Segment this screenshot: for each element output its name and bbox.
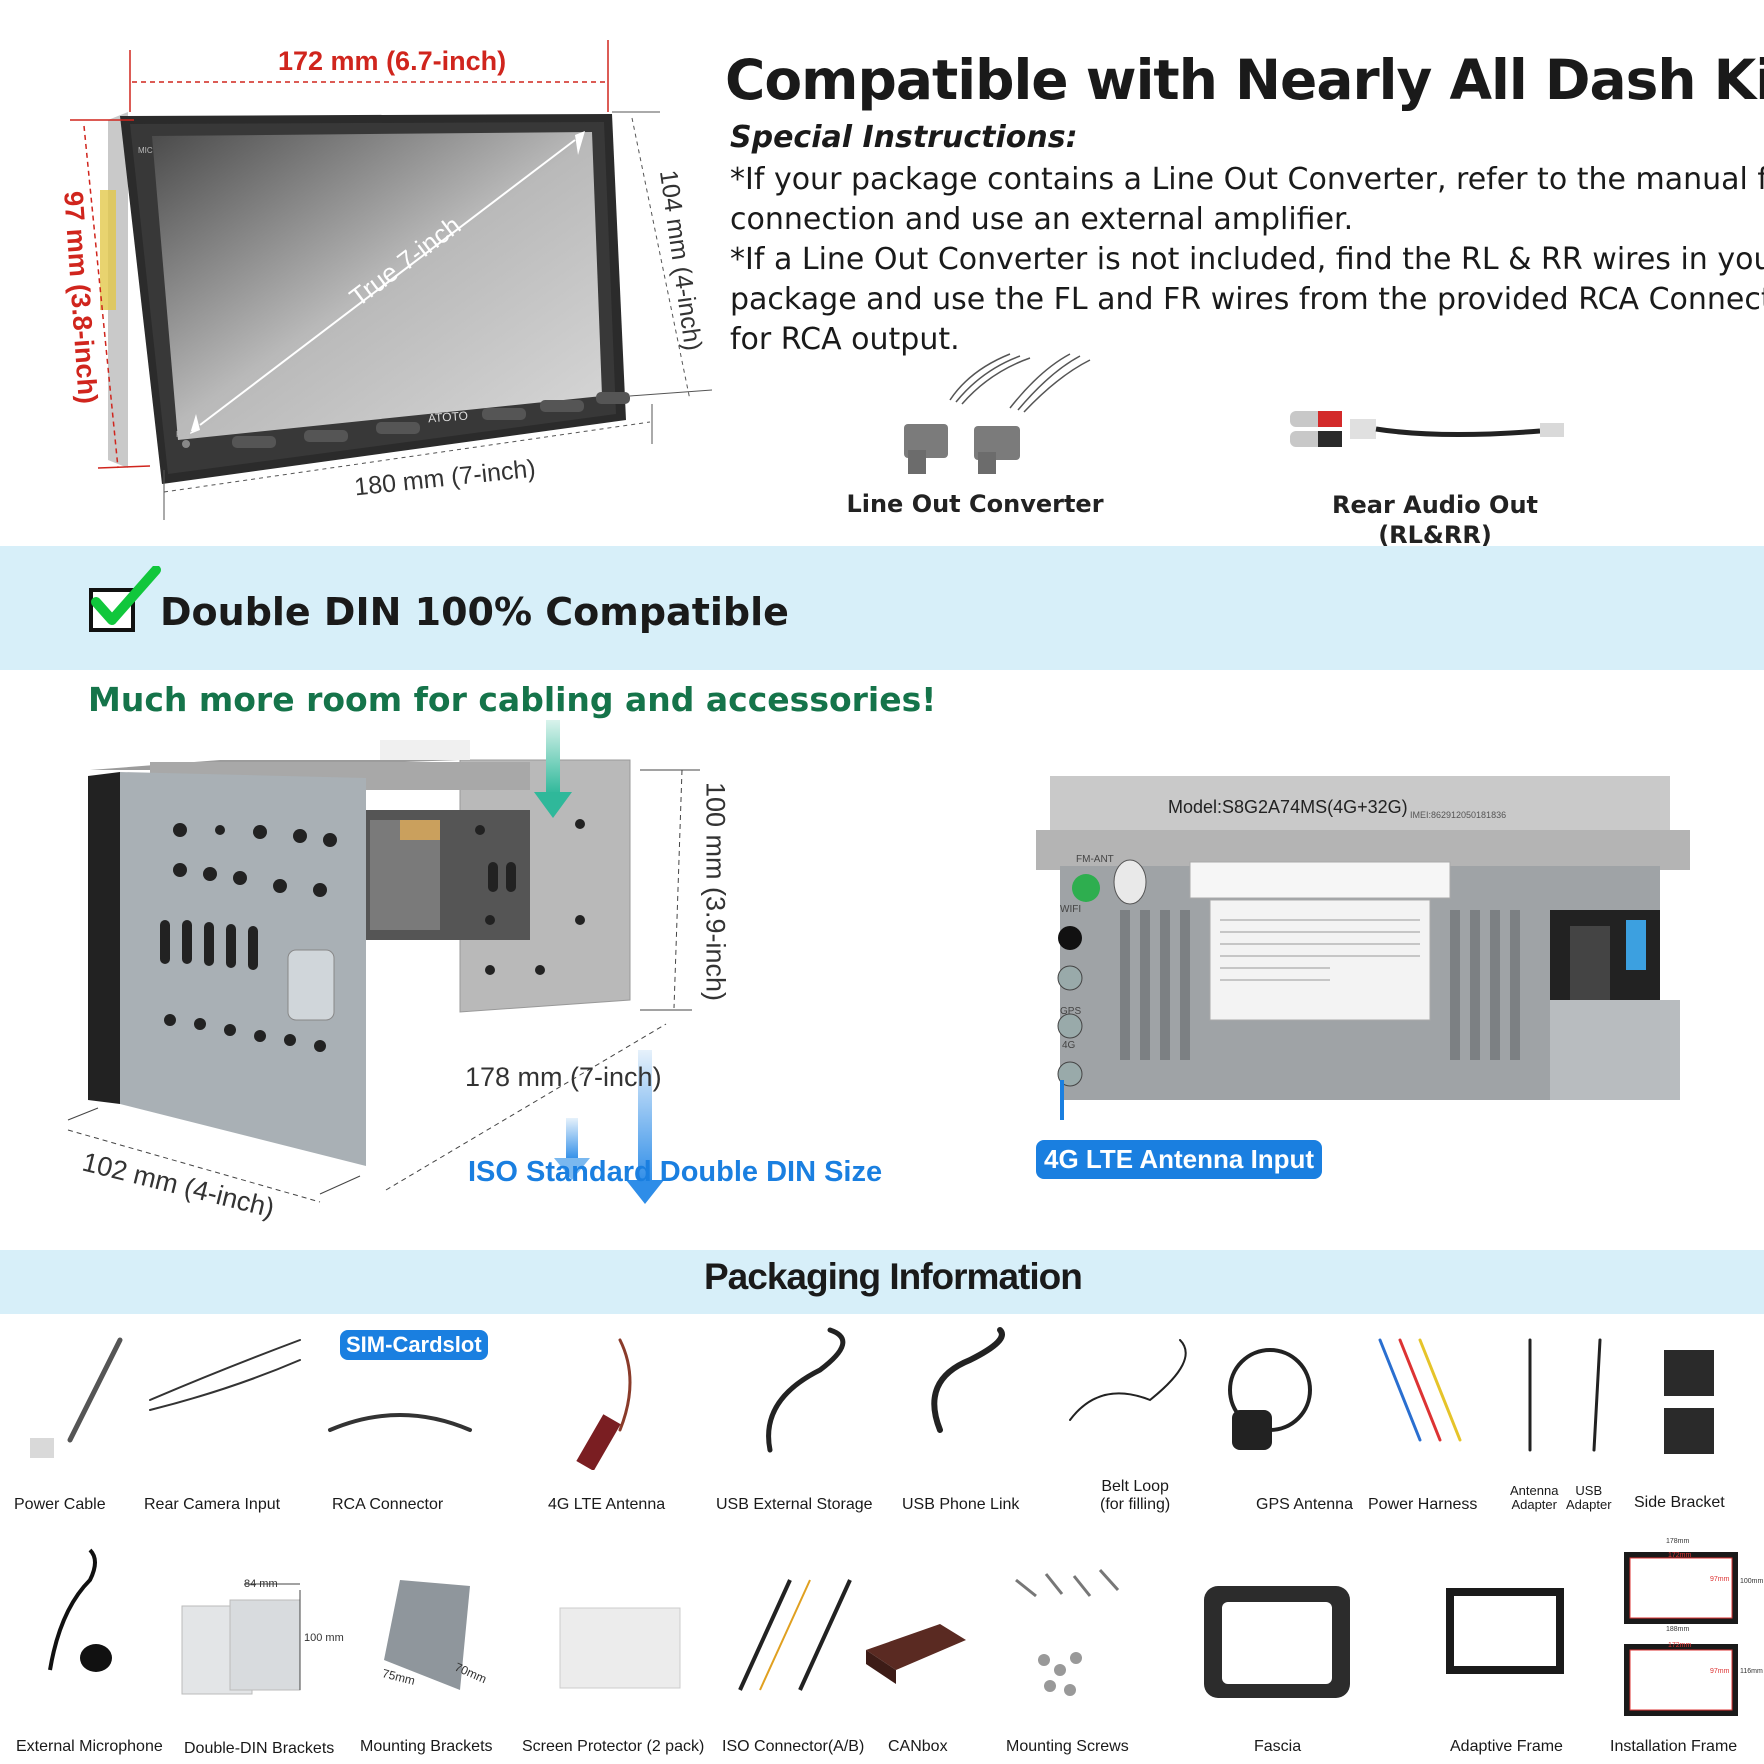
- lte-antenna-callout: 4G LTE Antenna Input: [1036, 1140, 1323, 1179]
- label-usb-adapter: USB Adapter: [1566, 1484, 1612, 1512]
- label-iso-connector: ISO Connector(A/B): [722, 1738, 865, 1755]
- rear-panel-image: [1036, 776, 1690, 1120]
- screen-width-label: 172 mm (6.7-inch): [278, 46, 507, 76]
- double-din-heading: Double DIN 100% Compatible: [160, 590, 789, 634]
- label-external-microphone: External Microphone: [16, 1738, 163, 1755]
- line-out-converter-image: [904, 353, 1091, 474]
- label-screen-protector: Screen Protector (2 pack): [522, 1738, 705, 1755]
- label-antenna-adapter: Antenna Adapter: [1510, 1484, 1558, 1512]
- frame-116-label: 116mm: [1740, 1668, 1763, 1675]
- bracket-100-label: 100 mm: [304, 1632, 344, 1644]
- sim-cardslot-callout: SIM-Cardslot: [340, 1330, 488, 1360]
- frame-100-label: 100mm: [1740, 1578, 1764, 1585]
- fm-ant-label: FM-ANT: [1076, 854, 1114, 865]
- instruction-line: connection and use an external amplifier…: [730, 202, 1354, 237]
- gps-label: GPS: [1060, 1006, 1082, 1017]
- double-din-band: [0, 546, 1764, 670]
- label-usb-external-storage: USB External Storage: [716, 1496, 873, 1513]
- instructions-heading: Special Instructions:: [730, 120, 1078, 155]
- double-din-chassis-image: [67, 720, 700, 1204]
- head-unit-illustration: [70, 40, 713, 520]
- label-usb-adapter-line1: USB: [1575, 1483, 1603, 1498]
- instruction-line: *If your package contains a Line Out Con…: [730, 162, 1764, 197]
- label-belt-loop-line1: Belt Loop: [1101, 1478, 1169, 1495]
- rear-audio-out-label: Rear Audio Out (RL&RR): [1290, 490, 1580, 550]
- din-height-label: 100 mm (3.9-inch): [700, 781, 731, 1002]
- label-usb-adapter-line2: Adapter: [1566, 1497, 1612, 1512]
- label-belt-loop-line2: (for filling): [1100, 1496, 1171, 1513]
- label-adaptive-frame: Adaptive Frame: [1450, 1738, 1563, 1755]
- bracket-84-label: 84 mm: [244, 1578, 278, 1590]
- imei-label: IMEI:862912050181836: [1410, 810, 1507, 820]
- frame-178-label: 178mm: [1666, 1538, 1690, 1545]
- device-brand: ATOTO: [427, 408, 469, 426]
- packaging-row1-images: [30, 1327, 1714, 1470]
- label-antenna-adapter-line1: Antenna: [1510, 1483, 1559, 1498]
- packaging-band: [0, 1250, 1764, 1314]
- packaging-title: Packaging Information: [704, 1256, 1083, 1297]
- label-belt-loop: Belt Loop (for filling): [1100, 1478, 1170, 1514]
- frame-97-label: 97mm: [1710, 1576, 1730, 1583]
- din-subheading: Much more room for cabling and accessori…: [88, 680, 937, 719]
- packaging-row2-images: [48, 1548, 1738, 1716]
- label-power-harness: Power Harness: [1368, 1496, 1478, 1513]
- label-power-cable: Power Cable: [14, 1496, 106, 1513]
- iso-standard-label: ISO Standard Double DIN Size: [468, 1156, 883, 1188]
- rear-audio-out-image: [1290, 411, 1564, 447]
- label-mounting-brackets: Mounting Brackets: [360, 1738, 493, 1755]
- label-fascia: Fascia: [1254, 1738, 1302, 1755]
- label-rear-camera-input: Rear Camera Input: [144, 1496, 281, 1513]
- lte-port-label: 4G: [1062, 1040, 1076, 1051]
- instruction-line: *If a Line Out Converter is not included…: [730, 242, 1764, 277]
- label-4g-lte-antenna: 4G LTE Antenna: [548, 1496, 666, 1513]
- frame-172-label: 172mm: [1668, 1552, 1692, 1559]
- compat-title: Compatible with Nearly All Dash Kits: [725, 48, 1764, 112]
- frame-97b-label: 97mm: [1710, 1668, 1730, 1675]
- rst-label: RST: [176, 430, 192, 439]
- label-rca-connector: RCA Connector: [332, 1496, 444, 1513]
- label-side-bracket: Side Bracket: [1634, 1494, 1725, 1511]
- instruction-line: package and use the FL and FR wires from…: [730, 282, 1764, 317]
- label-mounting-screws: Mounting Screws: [1006, 1738, 1129, 1755]
- label-antenna-adapter-line2: Adapter: [1511, 1497, 1557, 1512]
- rear-audio-out-line1: Rear Audio Out: [1331, 491, 1538, 519]
- label-gps-antenna: GPS Antenna: [1256, 1496, 1353, 1513]
- checkbox-check-icon: [89, 566, 161, 632]
- din-width-label: 178 mm (7-inch): [465, 1062, 662, 1092]
- mic-label: MIC: [138, 146, 153, 155]
- frame-172b-label: 172mm: [1668, 1642, 1692, 1649]
- instructions-body: *If your package contains a Line Out Con…: [730, 160, 1764, 360]
- label-usb-phone-link: USB Phone Link: [902, 1496, 1020, 1513]
- wifi-label: WIFI: [1060, 904, 1082, 915]
- rear-audio-out-line2: (RL&RR): [1378, 521, 1492, 549]
- model-label: Model:S8G2A74MS(4G+32G): [1168, 797, 1408, 817]
- label-double-din-brackets: Double-DIN Brackets: [184, 1740, 335, 1757]
- label-installation-frame: Installation Frame: [1610, 1738, 1738, 1755]
- line-out-converter-label: Line Out Converter: [846, 490, 1104, 518]
- instruction-line: for RCA output.: [730, 322, 960, 357]
- head-unit-dimension-figure: 172 mm (6.7-inch) 97 mm (3.8-inch) True …: [0, 0, 720, 540]
- frame-188-label: 188mm: [1666, 1626, 1690, 1633]
- label-canbox: CANbox: [888, 1738, 948, 1755]
